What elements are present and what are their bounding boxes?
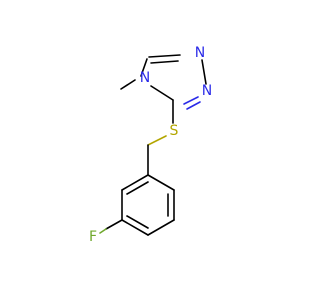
bond-ring-f: [105, 219, 123, 230]
atom-s-label: S: [170, 123, 179, 139]
bond-ring-1: [121, 174, 149, 191]
bond-n4-methyl: [120, 79, 136, 90]
bond-c5-cH-ring-top: [148, 54, 181, 58]
bond-ring-1-inner: [126, 181, 149, 195]
bond-c3-n4: [150, 85, 174, 101]
bond-n1-n2: [201, 59, 207, 85]
bond-ring-6: [147, 174, 175, 191]
molecule-diagram: N N N S F: [89, 45, 212, 245]
bond-s-ch2: [147, 135, 167, 146]
bond-n2-c3-double-b: [186, 101, 201, 110]
bond-n4-c5: [140, 58, 148, 77]
bond-ring-3: [121, 219, 149, 236]
bond-ring-4: [147, 219, 175, 236]
atom-n4-label: N: [140, 70, 150, 86]
atom-f-label: F: [89, 229, 97, 245]
bond-ring-f-colored: [99, 228, 107, 234]
bond-c5-cH-ring-top-double: [150, 60, 179, 64]
bond-ring-3-inner: [126, 215, 149, 229]
atom-n2-label: N: [202, 83, 212, 99]
bond-n2-c3-double-a: [183, 96, 199, 105]
atom-n1-label: N: [195, 45, 205, 61]
